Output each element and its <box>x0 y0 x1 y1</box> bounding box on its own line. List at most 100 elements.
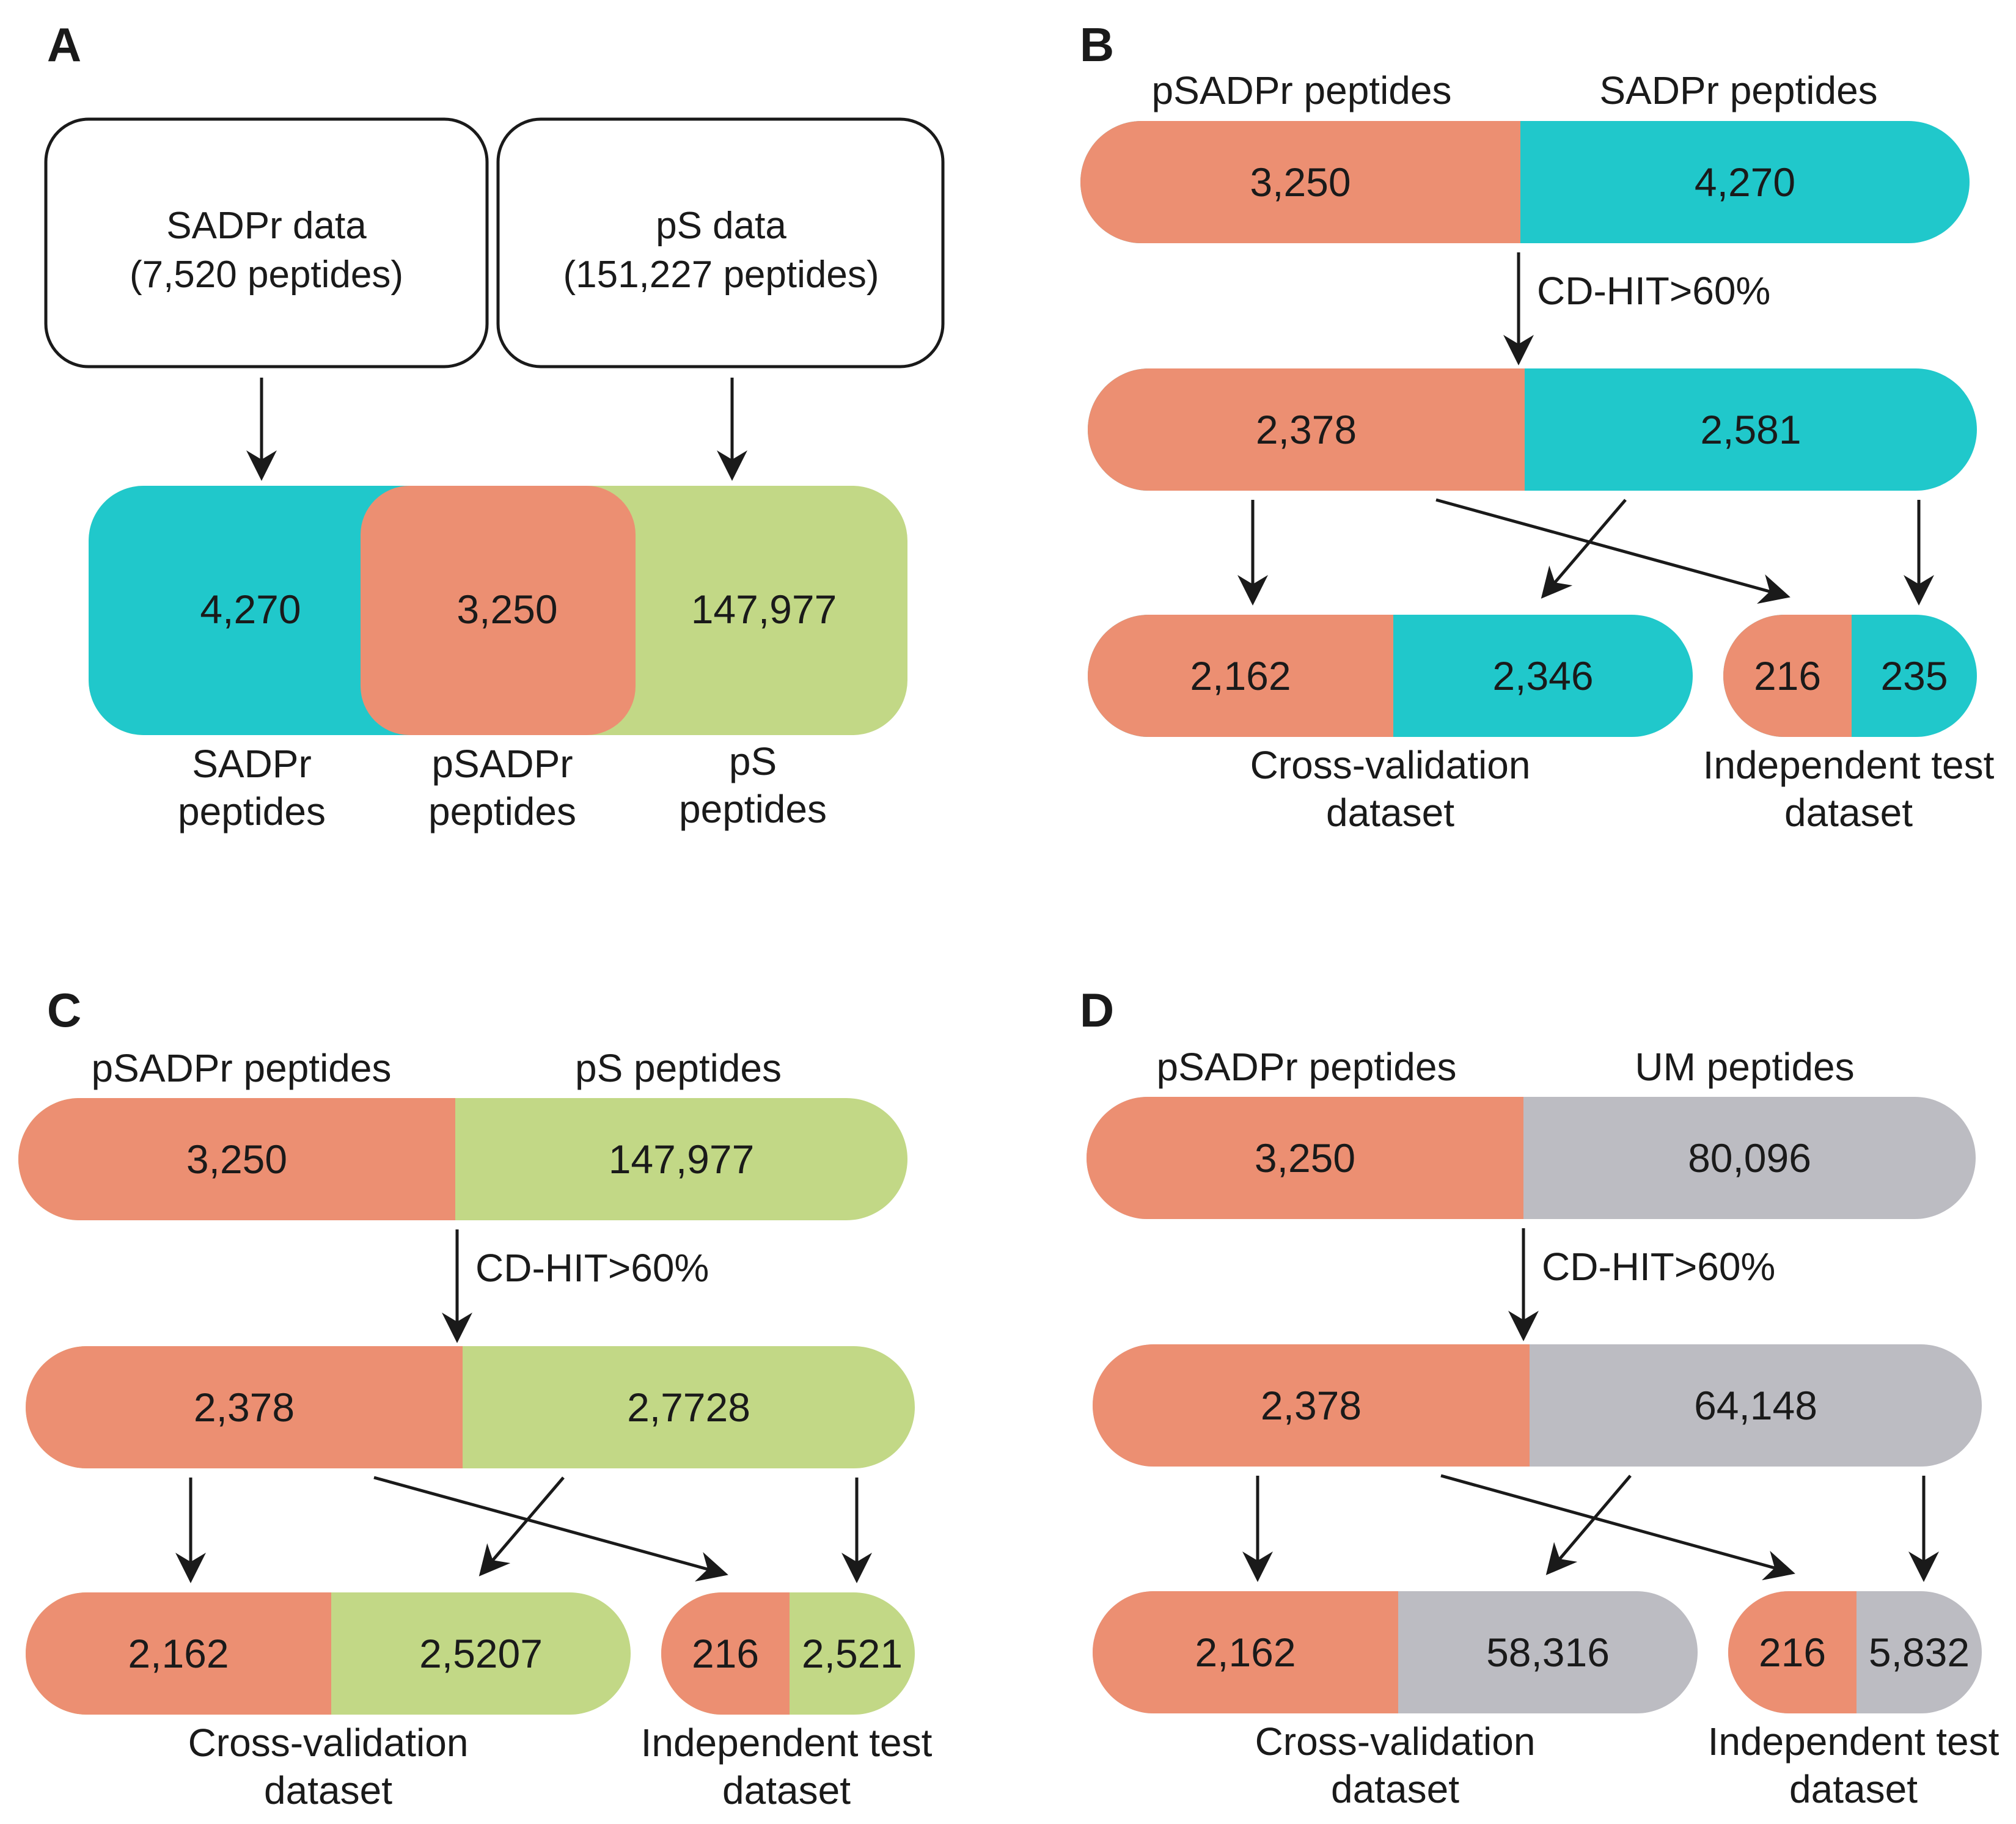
ps-data-box-border <box>496 117 945 368</box>
panel-c-cv-label-line1: Cross-validation <box>188 1721 469 1765</box>
panel-b-test-label-line1: Independent test <box>1703 743 1995 787</box>
panel-c-cv-bar: 2,162 2,5207 <box>26 1592 631 1715</box>
ps-value: 147,977 <box>691 587 837 632</box>
panel-d-letter: D <box>1080 983 1114 1037</box>
psadpr-label-line1: pSADPr <box>431 742 573 786</box>
panel-c-header-right: pS peptides <box>575 1046 782 1090</box>
panel-d-header-left: pSADPr peptides <box>1157 1045 1457 1089</box>
sadpr-value: 4,270 <box>200 587 301 632</box>
panel-d-filtered-bar-right-value: 64,148 <box>1694 1383 1817 1428</box>
panel-b-test-label-line2: dataset <box>1784 791 1913 835</box>
panel-b-top-bar: 3,250 4,270 <box>1080 121 1970 243</box>
panel-c-test-bar-left-value: 216 <box>692 1631 759 1676</box>
panel-a-letter: A <box>47 18 81 71</box>
panel-c-filtered-bar-right-value: 2,7728 <box>627 1385 750 1430</box>
panel-d-test-label-line1: Independent test <box>1708 1720 2000 1764</box>
panel-b-header-right: SADPr peptides <box>1599 68 1877 112</box>
panel-b-top-bar-left-value: 3,250 <box>1250 159 1351 205</box>
panel-c-test-bar-right-value: 2,521 <box>802 1631 903 1676</box>
panel-d-cv-bar-left-segment <box>1093 1591 1398 1713</box>
panel-d-filtered-bar-left-segment <box>1093 1344 1530 1467</box>
panel-c-top-bar-left-value: 3,250 <box>186 1137 287 1182</box>
panel-b-letter: B <box>1080 18 1114 71</box>
sadpr-data-box: SADPr data (7,520 peptides) <box>44 117 489 368</box>
panel-d-cv-bar-right-value: 58,316 <box>1486 1630 1610 1675</box>
sadpr-label-line2: peptides <box>178 789 326 833</box>
psadpr-value: 3,250 <box>456 587 557 632</box>
panel-b-filtered-bar-left-segment <box>1088 368 1525 491</box>
panel-c-test-bar-left-segment <box>661 1592 790 1715</box>
sadpr-data-title: SADPr data <box>166 205 367 247</box>
panel-b-test-bar-right-value: 235 <box>1880 653 1948 698</box>
panel-d-arrow-to-test-cross <box>1440 1474 1795 1581</box>
panel-d-cv-bar: 2,162 58,316 <box>1093 1591 1698 1713</box>
panel-b-cv-label-line2: dataset <box>1326 791 1454 835</box>
panel-d-top-bar: 3,250 80,096 <box>1087 1097 1976 1219</box>
panel-c-top-bar-left-segment <box>18 1098 455 1220</box>
panel-d-top-bar-left-segment <box>1087 1097 1523 1219</box>
panel-b-cv-bar-left-value: 2,162 <box>1190 653 1291 698</box>
panel-c-test-label-line1: Independent test <box>641 1721 933 1765</box>
panel-c-arrow-to-test-cross <box>373 1476 728 1582</box>
panel-b-filtered-bar-right-value: 2,581 <box>1700 407 1801 452</box>
panel-c-test-bar: 216 2,521 <box>661 1592 915 1715</box>
panel-c-test-label-line2: dataset <box>722 1768 851 1812</box>
panel-b-cv-bar-right-value: 2,346 <box>1492 653 1593 698</box>
panel-b-test-bar-left-value: 216 <box>1754 653 1821 698</box>
panel-d-top-bar-right-value: 80,096 <box>1688 1135 1811 1181</box>
panel-b-top-bar-right-value: 4,270 <box>1695 159 1795 205</box>
panel-d-test-bar-right-value: 5,832 <box>1869 1630 1970 1675</box>
panel-d-test-label-line2: dataset <box>1789 1767 1918 1811</box>
panel-c-top-bar: 3,250 147,977 <box>18 1098 907 1220</box>
panel-d-cdhit-label: CD-HIT>60% <box>1542 1245 1775 1289</box>
panel-d-header-right: UM peptides <box>1635 1045 1854 1089</box>
panel-b-cv-label-line1: Cross-validation <box>1250 743 1531 787</box>
panel-c-cv-bar-left-segment <box>26 1592 331 1715</box>
panel-b-filtered-bar: 2,378 2,581 <box>1088 368 1977 491</box>
ps-label-line1: pS <box>729 739 777 783</box>
ps-data-count: (151,227 peptides) <box>563 254 879 296</box>
panel-b-arrow-to-test-cross <box>1435 498 1791 604</box>
panel-d-test-bar-left-segment <box>1728 1591 1857 1713</box>
panel-d-top-bar-left-value: 3,250 <box>1255 1135 1355 1181</box>
panel-c-top-bar-right-value: 147,977 <box>609 1137 755 1182</box>
panel-c-cv-label-line2: dataset <box>264 1768 392 1812</box>
panel-c-cdhit-label: CD-HIT>60% <box>475 1246 709 1290</box>
panel-c-arrow-to-cv-cross <box>478 1476 565 1577</box>
psadpr-label-line2: peptides <box>428 789 576 833</box>
sadpr-label-line1: SADPr <box>192 742 312 786</box>
panel-b-test-bar: 216 235 <box>1723 615 1977 737</box>
panel-b-test-bar-left-segment <box>1723 615 1852 737</box>
panel-c-filtered-bar: 2,378 2,7728 <box>26 1346 915 1468</box>
overlap-bar: 4,270 3,250 147,977 <box>89 486 907 735</box>
ps-label-line2: peptides <box>679 787 827 831</box>
panel-d-cv-bar-left-value: 2,162 <box>1195 1630 1296 1675</box>
panel-d-cv-label-line1: Cross-validation <box>1255 1720 1536 1764</box>
panel-c-filtered-bar-left-segment <box>26 1346 463 1468</box>
panel-c-filtered-bar-left-value: 2,378 <box>194 1385 295 1430</box>
panel-b-cv-bar: 2,162 2,346 <box>1088 615 1693 737</box>
sadpr-data-count: (7,520 peptides) <box>130 254 403 296</box>
panel-c-cv-bar-left-value: 2,162 <box>128 1631 229 1676</box>
panel-c-header-left: pSADPr peptides <box>92 1046 392 1090</box>
panel-b-filtered-bar-left-value: 2,378 <box>1256 407 1357 452</box>
panel-b-cdhit-label: CD-HIT>60% <box>1537 269 1770 313</box>
panel-c-cv-bar-right-value: 2,5207 <box>419 1631 543 1676</box>
panel-d-arrow-to-cv-cross <box>1545 1474 1632 1575</box>
ps-data-box: pS data (151,227 peptides) <box>496 117 945 368</box>
panel-b-top-bar-left-segment <box>1080 121 1520 243</box>
psadpr-region <box>361 486 636 735</box>
panel-b-header-left: pSADPr peptides <box>1152 68 1452 112</box>
ps-data-title: pS data <box>656 205 786 247</box>
